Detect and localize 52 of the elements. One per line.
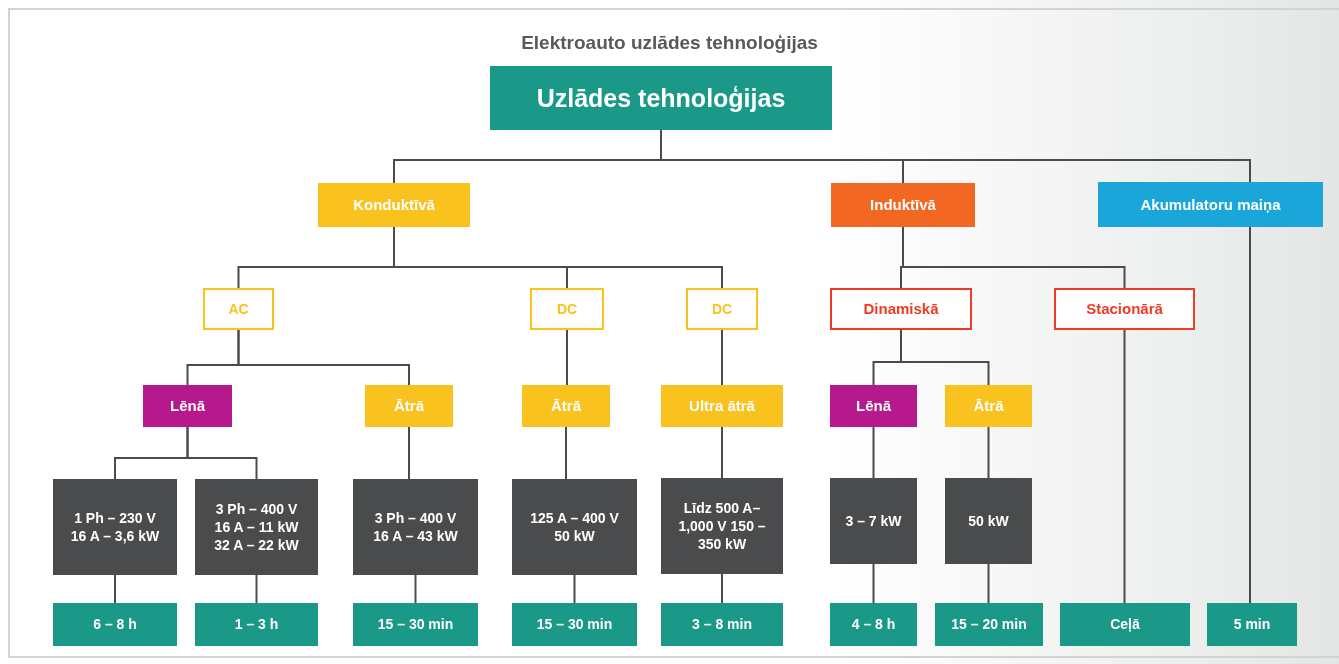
connector-line [987, 426, 990, 479]
diagram-title: Elektroauto uzlādes tehnoloģijas [520, 32, 819, 54]
time-box: 5 min [1207, 603, 1297, 646]
time-box: 4 – 8 h [830, 603, 917, 646]
category-box: Ātrā [365, 385, 453, 427]
connector-line [902, 226, 1126, 289]
connector-line [408, 426, 410, 480]
time-box: 15 – 30 min [353, 603, 478, 646]
connector-line [573, 574, 576, 604]
connector-line [721, 329, 723, 386]
root-box: Uzlādes tehnoloģijas [490, 66, 832, 130]
current-type-box: AC [203, 288, 274, 330]
time-box: 6 – 8 h [53, 603, 177, 646]
speed-box: Lēnā [143, 385, 232, 427]
connector-line [255, 574, 258, 604]
spec-box: Līdz 500 A– 1,000 V 150 – 350 kW [661, 478, 783, 574]
connector-line [900, 329, 990, 386]
category-box: Ātrā [945, 385, 1032, 427]
connector-line [872, 563, 875, 604]
spec-box: 125 A – 400 V 50 kW [512, 479, 637, 575]
connector-line [414, 574, 417, 604]
connector-line [872, 426, 875, 479]
connector-line [114, 574, 116, 604]
connector-line [237, 329, 410, 386]
spec-box: 3 Ph – 400 V 16 A – 43 kW [353, 479, 478, 575]
time-box: 15 – 30 min [512, 603, 637, 646]
category-box: Ātrā [522, 385, 610, 427]
time-box: 3 – 8 min [661, 603, 783, 646]
speed-box: Lēnā [830, 385, 917, 427]
current-type-box: DC [686, 288, 758, 330]
connector-line [1249, 226, 1251, 604]
connector-line [565, 426, 567, 480]
connector-line [721, 573, 723, 604]
time-box: Ceļā [1060, 603, 1190, 646]
charging-type-box: Stacionārā [1054, 288, 1195, 330]
category-box: Ultra ātrā [661, 385, 783, 427]
spec-box: 50 kW [945, 478, 1032, 564]
category-box: Induktīvā [831, 183, 975, 227]
connector-line [186, 426, 258, 480]
connector-line [721, 426, 723, 479]
category-box: Konduktīvā [318, 183, 470, 227]
connector-line [566, 329, 568, 386]
time-box: 15 – 20 min [935, 603, 1043, 646]
spec-box: 3 – 7 kW [830, 478, 917, 564]
category-box: Akumulatoru maiņa [1098, 182, 1323, 227]
current-type-box: DC [530, 288, 604, 330]
spec-box: 3 Ph – 400 V 16 A – 11 kW 32 A – 22 kW [195, 479, 318, 575]
connector-line [987, 563, 990, 604]
spec-box: 1 Ph – 230 V 16 A – 3,6 kW [53, 479, 177, 575]
charging-type-box: Dinamiskā [830, 288, 972, 330]
time-box: 1 – 3 h [195, 603, 318, 646]
connector-line [1123, 329, 1126, 604]
